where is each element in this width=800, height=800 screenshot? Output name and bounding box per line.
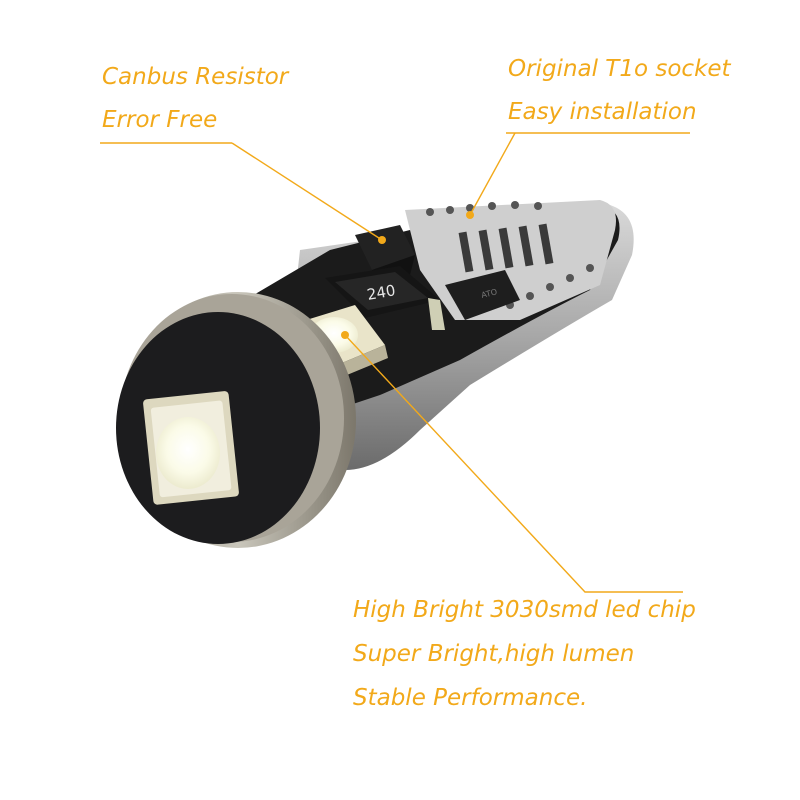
canbus-callout-line-2: Error Free [102, 107, 218, 133]
socket-dot [466, 211, 474, 219]
transistor-marking: ATO [480, 287, 498, 300]
chip-dot [341, 331, 349, 339]
chip-callout-line-2: Super Bright,high lumen [353, 641, 635, 667]
chip-callout-line-1: High Bright 3030smd led chip [353, 597, 696, 623]
socket-leader [469, 132, 516, 216]
socket-callout-line-2: Easy installation [508, 99, 697, 125]
chip-callout: High Bright 3030smd led chip Super Brigh… [353, 588, 696, 720]
canbus-callout: Canbus Resistor Error Free [102, 56, 288, 142]
chip-callout-line-3: Stable Performance. [353, 685, 588, 711]
chip-leader [344, 334, 683, 593]
canbus-resistor: 240 [325, 266, 445, 330]
callout-dots [341, 211, 474, 339]
canbus-leader [231, 142, 383, 241]
socket-callout-line-1: Original T1o socket [508, 56, 731, 82]
smd-led-front [143, 391, 239, 505]
resistor-marking: 240 [366, 281, 397, 304]
callout-lines [100, 132, 690, 593]
socket-callout: Original T1o socket Easy installation [508, 48, 731, 134]
canbus-dot [378, 236, 386, 244]
canbus-callout-line-1: Canbus Resistor [102, 64, 289, 90]
transistor-chip: ATO [445, 270, 520, 320]
